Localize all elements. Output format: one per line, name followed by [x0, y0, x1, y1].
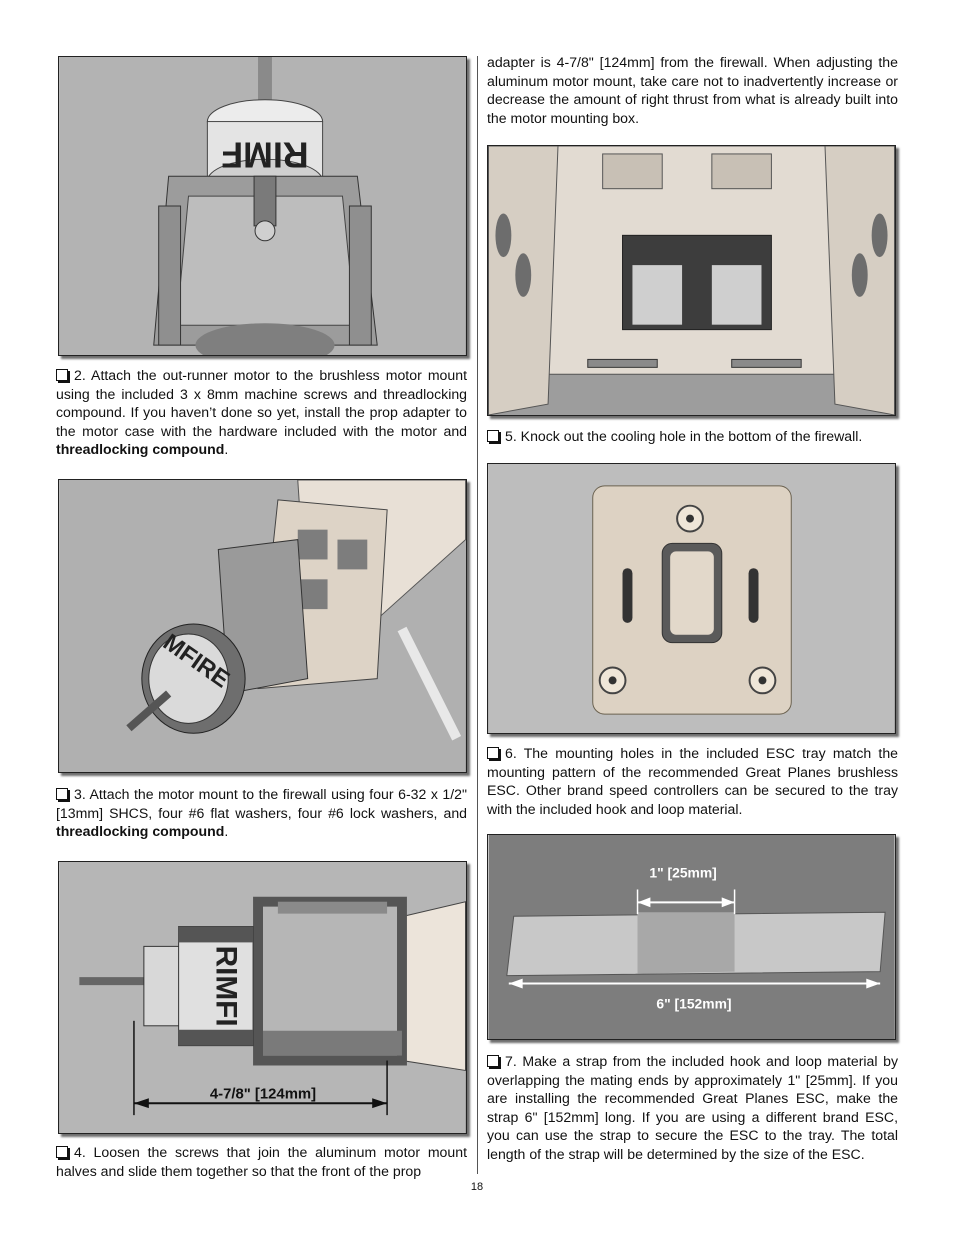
mount-firewall-illustration: MFIRE [59, 480, 466, 772]
photo-motor-side-dimension: RIMFI 4-7/8" [124mm] [58, 861, 467, 1134]
step-6-checkbox[interactable] [487, 747, 499, 759]
step-4-continued-text: adapter is 4-7/8" [124mm] from the firew… [487, 54, 898, 126]
photo-mount-on-firewall: MFIRE [58, 479, 467, 773]
column-divider [477, 56, 478, 1174]
overlap-label: 1" [25mm] [649, 865, 716, 881]
dimension-label: 4-7/8" [124mm] [210, 1086, 316, 1102]
photo-firewall-cooling-hole [487, 145, 896, 416]
step-7-checkbox[interactable] [487, 1055, 499, 1067]
motor-brand-text: RIMFI [209, 946, 242, 1027]
motor-side-illustration: RIMFI 4-7/8" [124mm] [59, 862, 466, 1133]
esc-tray-illustration [488, 464, 895, 733]
step-2-checkbox[interactable] [56, 369, 68, 381]
motor-brand-text: RIMF [221, 134, 308, 174]
step-2-text: 2. Attach the out-runner motor to the br… [56, 367, 467, 458]
step-4-checkbox[interactable] [56, 1146, 68, 1158]
step-3-checkbox[interactable] [56, 788, 68, 800]
photo-motor-in-mount: RIMF [58, 56, 467, 356]
step-7-text: 7. Make a strap from the included hook a… [487, 1053, 898, 1162]
page-number: 18 [470, 1181, 484, 1193]
step-3-text: 3. Attach the motor mount to the firewal… [56, 786, 467, 840]
photo-esc-tray [487, 463, 896, 734]
step-4-text: 4. Loosen the screws that join the alumi… [56, 1144, 467, 1179]
step-6-text: 6. The mounting holes in the included ES… [487, 745, 898, 817]
motor-mount-top-illustration: RIMF [59, 57, 466, 355]
firewall-illustration [488, 146, 895, 415]
step-5-text: 5. Knock out the cooling hole in the bot… [487, 427, 898, 446]
strap-illustration: 1" [25mm] 6" [152mm] [488, 835, 895, 1039]
step-5-checkbox[interactable] [487, 430, 499, 442]
photo-hook-loop-strap: 1" [25mm] 6" [152mm] [487, 834, 896, 1040]
length-label: 6" [152mm] [656, 995, 731, 1011]
